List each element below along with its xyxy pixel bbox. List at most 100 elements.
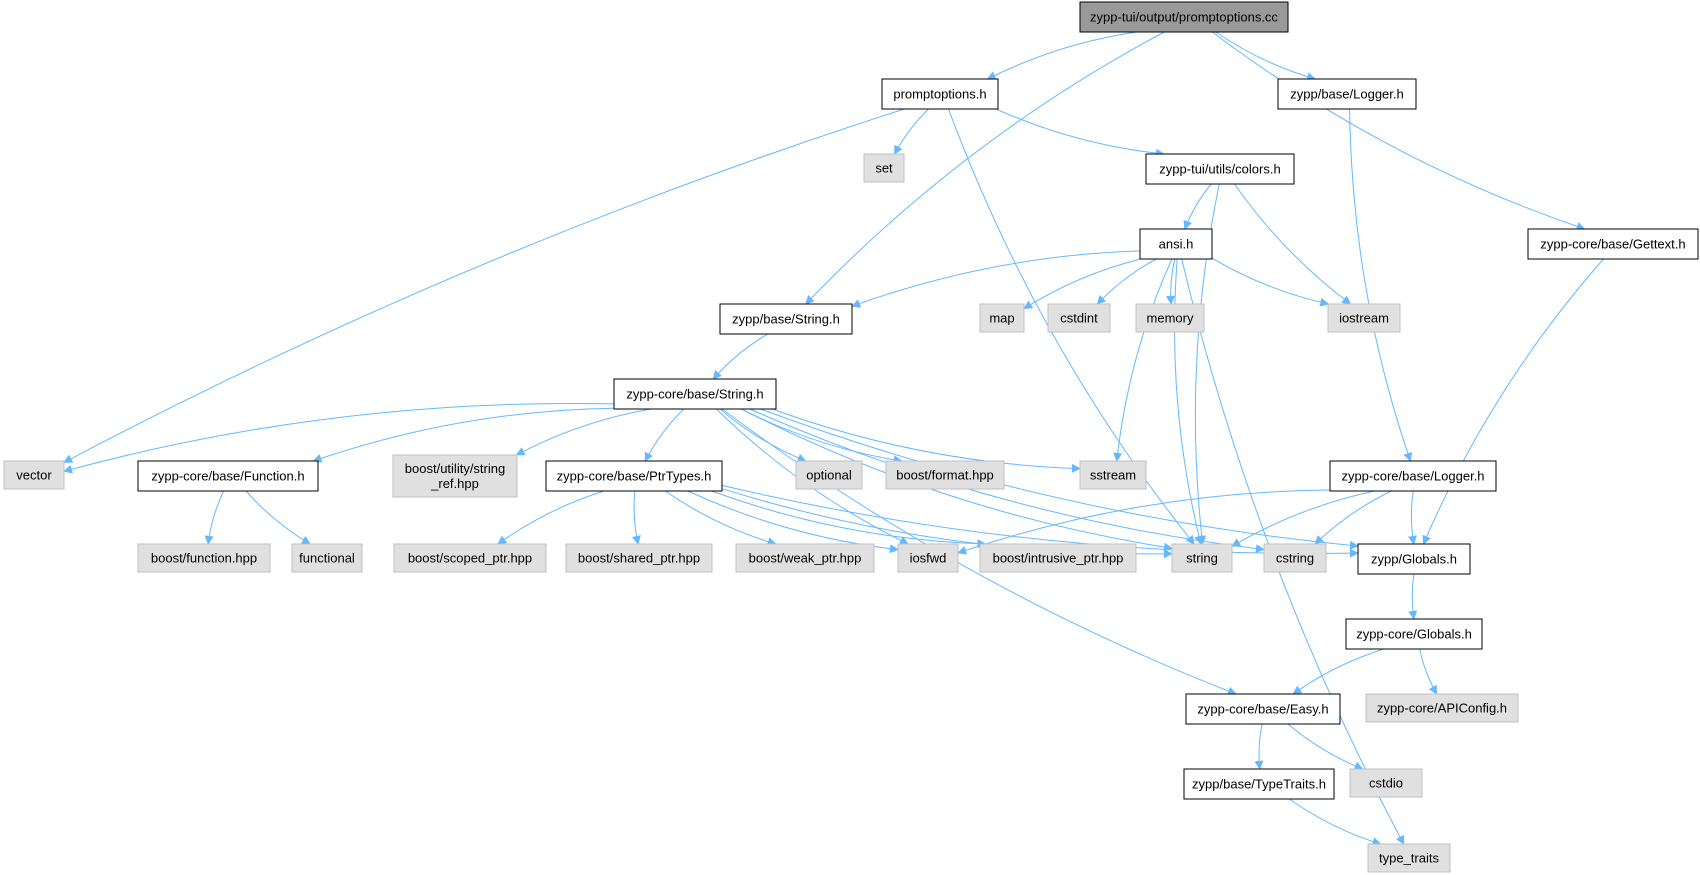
node-box: [1263, 543, 1327, 573]
node-box: [1139, 228, 1213, 260]
edge-core_string_h-to-cstring: [749, 408, 1265, 554]
node-label: cstring: [1276, 551, 1314, 566]
node-box: [392, 454, 518, 498]
node-label: boost/format.hpp: [896, 468, 994, 483]
node-box: [613, 378, 777, 410]
node-label: set: [875, 161, 893, 176]
node-label: boost/shared_ptr.hpp: [578, 551, 700, 566]
node-iostream: iostream: [1327, 303, 1401, 333]
node-box: [1527, 228, 1699, 260]
node-label: vector: [16, 468, 52, 483]
node-box: [1079, 460, 1147, 490]
edge-promptoptions_h-to-set: [894, 108, 929, 155]
node-label: zypp-core/base/String.h: [626, 387, 763, 402]
node-label: cstdio: [1369, 776, 1403, 791]
node-type-traits: type_traits: [1367, 843, 1451, 873]
node-base-string-h[interactable]: zypp/base/String.h: [719, 303, 853, 335]
node-colors-h[interactable]: zypp-tui/utils/colors.h: [1145, 153, 1295, 185]
node-label: zypp-core/Globals.h: [1356, 627, 1472, 642]
node-box: [393, 543, 547, 573]
node-box: [1327, 303, 1401, 333]
edge-core_string_h-to-optional: [719, 408, 807, 463]
node-label: boost/intrusive_ptr.hpp: [993, 551, 1124, 566]
edge-function_h-to-functional: [245, 490, 311, 545]
node-cstring: cstring: [1263, 543, 1327, 573]
node-box: [735, 543, 875, 573]
node-box: [3, 460, 65, 490]
edge-ansi_h-to-memory: [1166, 258, 1176, 305]
node-ansi-h[interactable]: ansi.h: [1139, 228, 1213, 260]
node-zypp-globals-h[interactable]: zypp/Globals.h: [1357, 543, 1471, 575]
node-box: [1329, 460, 1497, 492]
node-gettext-h[interactable]: zypp-core/base/Gettext.h: [1527, 228, 1699, 260]
edge-colors_h-to-ansi_h: [1183, 183, 1212, 230]
node-label: cstdint: [1060, 311, 1098, 326]
edge-core_string_h-to-string: [741, 408, 1173, 552]
node-string: string: [1171, 543, 1233, 573]
edge-core_logger_h-to-zypp_globals_h: [1408, 490, 1417, 545]
node-label: zypp-core/APIConfig.h: [1377, 701, 1507, 716]
node-label: memory: [1147, 311, 1194, 326]
edge-core_logger_h-to-iosfwd: [957, 489, 1331, 555]
node-promptoptions-h[interactable]: promptoptions.h: [881, 78, 999, 110]
node-core-logger-h[interactable]: zypp-core/base/Logger.h: [1329, 460, 1497, 492]
node-box: [1345, 618, 1483, 650]
node-box: [897, 543, 959, 573]
node-label: zypp/base/TypeTraits.h: [1192, 777, 1326, 792]
node-box: [137, 543, 271, 573]
edge-promptoptions_h-to-vector: [63, 108, 905, 463]
node-label: optional: [806, 468, 852, 483]
node-base-logger-h[interactable]: zypp/base/Logger.h: [1277, 78, 1417, 110]
edge-root-to-gettext_h: [1211, 31, 1586, 231]
node-set: set: [863, 153, 905, 183]
edge-zypp_globals_h-to-core_globals_h: [1408, 573, 1418, 620]
edge-core_string_h-to-function_h: [312, 407, 615, 463]
edge-root-to-base_string_h: [805, 31, 1165, 305]
node-box: [1079, 1, 1289, 33]
node-easy-h[interactable]: zypp-core/base/Easy.h: [1185, 693, 1341, 725]
node-label: map: [989, 311, 1014, 326]
node-sstream: sstream: [1079, 460, 1147, 490]
node-typetraits-h[interactable]: zypp/base/TypeTraits.h: [1183, 768, 1335, 800]
node-label: zypp-core/base/Easy.h: [1197, 702, 1328, 717]
node-core-globals-h[interactable]: zypp-core/Globals.h: [1345, 618, 1483, 650]
dependency-nodes: zypp-tui/output/promptoptions.ccpromptop…: [3, 1, 1699, 873]
node-cstdio: cstdio: [1349, 768, 1423, 798]
node-label: boost/function.hpp: [151, 551, 257, 566]
node-box: [291, 543, 363, 573]
node-iosfwd: iosfwd: [897, 543, 959, 573]
node-box: [1183, 768, 1335, 800]
node-functional: functional: [291, 543, 363, 573]
node-shared-ptr: boost/shared_ptr.hpp: [565, 543, 713, 573]
node-box: [1277, 78, 1417, 110]
node-core-string-h[interactable]: zypp-core/base/String.h: [613, 378, 777, 410]
node-function-h[interactable]: zypp-core/base/Function.h: [137, 460, 319, 492]
edge-easy_h-to-typetraits_h: [1254, 723, 1264, 770]
edge-ansi_h-to-base_string_h: [851, 250, 1141, 308]
node-box: [979, 303, 1025, 333]
edge-ansi_h-to-map: [1023, 258, 1141, 310]
edge-core_string_h-to-vector: [63, 402, 615, 474]
node-ptrtypes-h[interactable]: zypp-core/base/PtrTypes.h: [545, 460, 723, 492]
node-label: zypp-tui/utils/colors.h: [1159, 162, 1280, 177]
edge-core_string_h-to-ptrtypes_h: [644, 408, 685, 462]
node-box: [565, 543, 713, 573]
node-label: zypp-core/base/Function.h: [151, 469, 304, 484]
node-label: zypp-core/base/Gettext.h: [1540, 237, 1685, 252]
edge-core_logger_h-to-string: [1231, 490, 1375, 547]
node-box: [1365, 693, 1519, 723]
node-box: [1135, 303, 1205, 333]
node-label: iosfwd: [910, 551, 947, 566]
node-label: zypp/Globals.h: [1371, 552, 1457, 567]
node-scoped-ptr: boost/scoped_ptr.hpp: [393, 543, 547, 573]
node-label: ansi.h: [1159, 237, 1194, 252]
node-box: [1357, 543, 1471, 575]
node-box: [545, 460, 723, 492]
node-function-hpp: boost/function.hpp: [137, 543, 271, 573]
node-label: sstream: [1090, 468, 1136, 483]
edge-ptrtypes_h-to-iosfwd: [687, 490, 899, 554]
node-apiconfig-h: zypp-core/APIConfig.h: [1365, 693, 1519, 723]
node-optional: optional: [795, 460, 863, 490]
edge-core_string_h-to-zypp_globals_h: [760, 408, 1359, 550]
